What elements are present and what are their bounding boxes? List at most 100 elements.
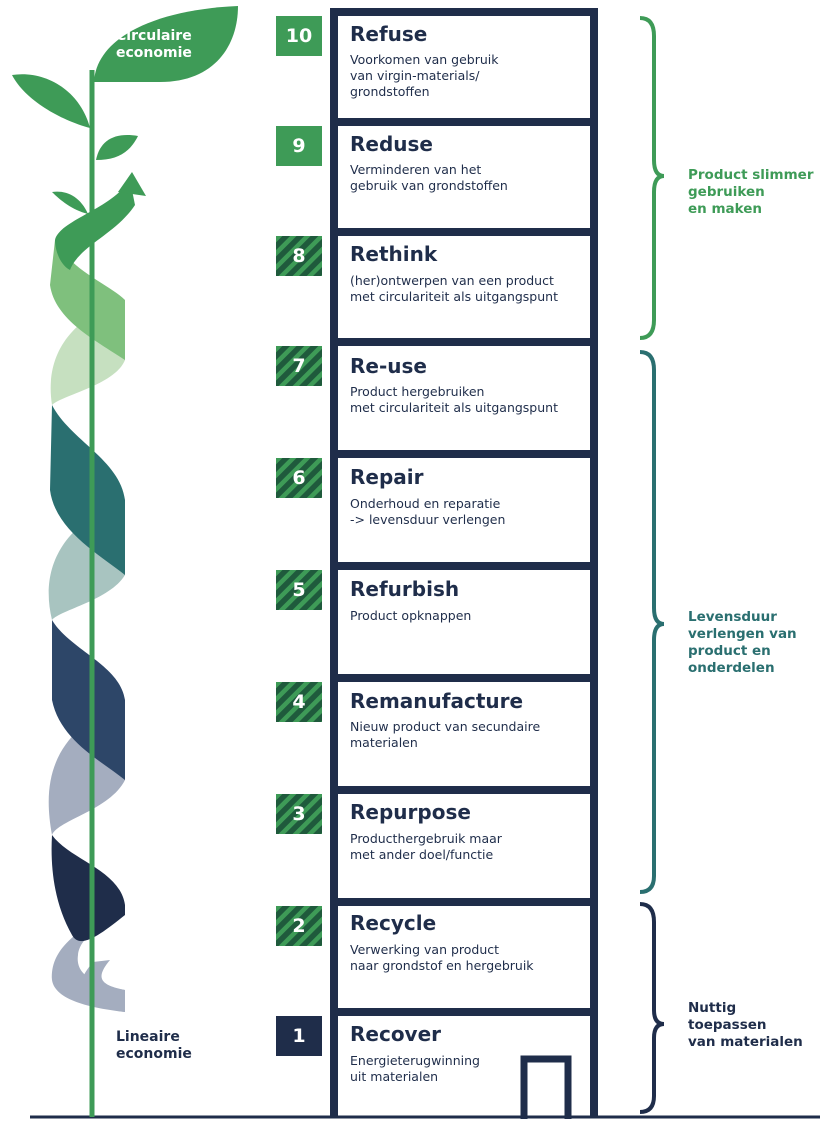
desc-line: grondstoffen bbox=[350, 84, 430, 99]
step-badge-7 bbox=[276, 346, 322, 386]
leaf-left-small bbox=[52, 191, 88, 214]
step-desc-reduse: Verminderen van het gebruik van grondsto… bbox=[350, 162, 595, 194]
group-label-line: verlengen van bbox=[688, 626, 797, 642]
tower-floor bbox=[338, 898, 590, 906]
step-desc-remanufacture: Nieuw product van secundaire materialen bbox=[350, 719, 595, 751]
step-number: 10 bbox=[285, 25, 313, 47]
tower-floor bbox=[338, 786, 590, 794]
circular-label-line: economie bbox=[116, 45, 192, 61]
leaf-left-large bbox=[12, 74, 90, 128]
leaf-top bbox=[94, 6, 238, 82]
step-badge-1 bbox=[276, 1016, 322, 1056]
step-title-refurbish: Refurbish bbox=[350, 577, 460, 601]
linear-label-line: Lineaire bbox=[116, 1029, 180, 1045]
tower-floor bbox=[338, 1008, 590, 1016]
step-number: 1 bbox=[292, 1025, 306, 1047]
step-title-recover: Recover bbox=[350, 1022, 442, 1046]
desc-line: naar grondstof en hergebruik bbox=[350, 958, 534, 973]
step-title-recycle: Recycle bbox=[350, 911, 437, 935]
step-desc-repurpose: Producthergebruik maar met ander doel/fu… bbox=[350, 831, 595, 863]
tower-floor bbox=[338, 118, 590, 126]
step-badge-3 bbox=[276, 794, 322, 834]
step-number: 2 bbox=[292, 915, 306, 937]
step-badge-8 bbox=[276, 236, 322, 276]
group-label-useful-application: Nuttig toepassen van materialen bbox=[688, 1000, 803, 1051]
step-title-refuse: Refuse bbox=[350, 22, 428, 46]
linear-label-line: economie bbox=[116, 1046, 192, 1062]
step-desc-recycle: Verwerking van product naar grondstof en… bbox=[350, 942, 595, 974]
desc-line: Nieuw product van secundaire bbox=[350, 719, 541, 734]
tower-floor bbox=[338, 674, 590, 682]
step-title-reduse: Reduse bbox=[350, 132, 433, 156]
step-badge-10 bbox=[276, 16, 322, 56]
tower-floor bbox=[338, 228, 590, 236]
door-icon bbox=[520, 1055, 572, 1119]
tower-floor bbox=[338, 450, 590, 458]
step-number: 6 bbox=[292, 467, 306, 489]
bracket-green bbox=[639, 16, 665, 340]
group-label-line: Product slimmer bbox=[688, 167, 814, 183]
step-number: 7 bbox=[292, 355, 306, 377]
r-ladder-tower bbox=[330, 8, 598, 1118]
step-desc-refurbish: Product opknappen bbox=[350, 608, 595, 624]
bracket-teal bbox=[639, 350, 665, 894]
desc-line: uit materialen bbox=[350, 1069, 439, 1084]
desc-line: (her)ontwerpen van een product bbox=[350, 273, 554, 288]
step-number: 8 bbox=[292, 245, 306, 267]
step-badge-2 bbox=[276, 906, 322, 946]
helix-ribbon bbox=[48, 172, 146, 1012]
linear-economy-label: Lineaire economie bbox=[116, 1029, 192, 1063]
step-badge-4 bbox=[276, 682, 322, 722]
tower-floor bbox=[338, 8, 590, 16]
desc-line: met ander doel/functie bbox=[350, 847, 494, 862]
step-title-rethink: Rethink bbox=[350, 242, 438, 266]
tower-floor bbox=[338, 562, 590, 570]
step-number: 5 bbox=[292, 579, 306, 601]
step-desc-re-use: Product hergebruiken met circulariteit a… bbox=[350, 384, 595, 416]
step-desc-refuse: Voorkomen van gebruik van virgin-materia… bbox=[350, 52, 595, 100]
desc-line: Product opknappen bbox=[350, 608, 472, 623]
circular-economy-label: Circulaire economie bbox=[116, 28, 192, 62]
step-number: 4 bbox=[292, 691, 306, 713]
group-label-line: en maken bbox=[688, 201, 763, 217]
desc-line: Verminderen van het bbox=[350, 162, 482, 177]
desc-line: materialen bbox=[350, 735, 418, 750]
desc-line: Onderhoud en reparatie bbox=[350, 496, 501, 511]
step-badge-5 bbox=[276, 570, 322, 610]
desc-line: Producthergebruik maar bbox=[350, 831, 502, 846]
group-label-line: toepassen bbox=[688, 1017, 767, 1033]
desc-line: -> levensduur verlengen bbox=[350, 512, 506, 527]
step-badge-6 bbox=[276, 458, 322, 498]
tower-floor bbox=[338, 338, 590, 346]
desc-line: gebruik van grondstoffen bbox=[350, 178, 508, 193]
group-label-smarter-use: Product slimmer gebruiken en maken bbox=[688, 167, 814, 218]
desc-line: Voorkomen van gebruik bbox=[350, 52, 499, 67]
bracket-navy bbox=[639, 902, 665, 1114]
desc-line: Energieterugwinning bbox=[350, 1053, 480, 1068]
step-desc-rethink: (her)ontwerpen van een product met circu… bbox=[350, 273, 595, 305]
step-title-re-use: Re-use bbox=[350, 354, 427, 378]
group-label-line: onderdelen bbox=[688, 660, 775, 676]
desc-line: van virgin-materials/ bbox=[350, 68, 480, 83]
leaf-right bbox=[96, 135, 138, 160]
desc-line: met circulariteit als uitgangspunt bbox=[350, 400, 558, 415]
step-desc-repair: Onderhoud en reparatie -> levensduur ver… bbox=[350, 496, 595, 528]
step-title-repurpose: Repurpose bbox=[350, 800, 471, 824]
group-label-line: Levensduur bbox=[688, 609, 777, 625]
step-title-remanufacture: Remanufacture bbox=[350, 689, 524, 713]
step-title-repair: Repair bbox=[350, 465, 424, 489]
step-number: 9 bbox=[292, 135, 306, 157]
desc-line: Product hergebruiken bbox=[350, 384, 485, 399]
step-badge-9 bbox=[276, 126, 322, 166]
desc-line: met circulariteit als uitgangspunt bbox=[350, 289, 558, 304]
step-desc-recover: Energieterugwinning uit materialen bbox=[350, 1053, 595, 1085]
desc-line: Verwerking van product bbox=[350, 942, 500, 957]
circular-label-line: Circulaire bbox=[116, 28, 192, 44]
step-number: 3 bbox=[292, 803, 306, 825]
group-label-line: van materialen bbox=[688, 1034, 803, 1050]
group-label-line: product en bbox=[688, 643, 771, 659]
group-label-line: gebruiken bbox=[688, 184, 765, 200]
group-label-line: Nuttig bbox=[688, 1000, 737, 1016]
group-label-extend-lifespan: Levensduur verlengen van product en onde… bbox=[688, 609, 797, 677]
